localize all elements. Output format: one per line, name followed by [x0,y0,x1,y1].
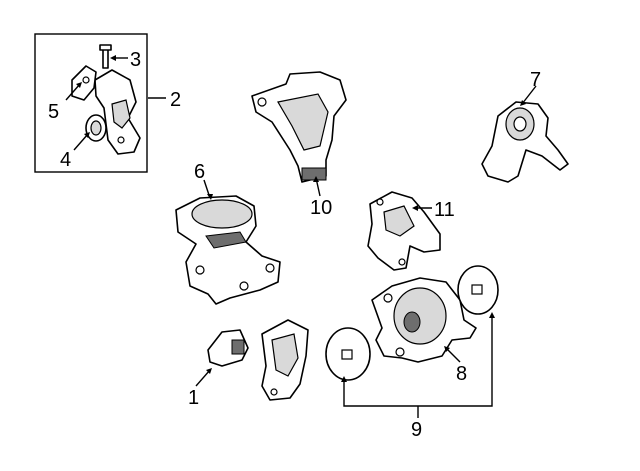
part-bracket-unlabeled-hole [270,388,278,396]
arrow-5 [76,82,82,88]
part-pad-9-left-slot [341,349,353,360]
part-bracket-11-shade [383,205,415,237]
part-mount-8-body [393,287,447,345]
part-bracket-11-hole-2 [398,258,406,266]
arrow-11 [412,205,418,211]
part-mount-1-core [231,339,245,355]
part-bolt-3 [102,47,109,69]
part-mount-8-hole-2 [395,347,405,357]
part-mount-6-hole-2 [239,281,249,291]
part-mount-6-hole-3 [265,263,275,273]
part-bracket-10-foot [301,167,327,181]
callout-10: 10 [310,197,332,219]
callout-11: 11 [434,199,455,221]
part-mount-7-hole [513,116,527,132]
callout-3: 3 [130,49,141,71]
part-mount-6-band [205,231,247,249]
part-bracket-2-shade [111,99,131,129]
leader-1 [195,369,211,387]
leader-8 [445,347,461,363]
part-mount-8-core [403,311,421,333]
part-10-group [251,71,347,183]
part-11-group [367,191,441,271]
callout-9: 9 [411,419,422,441]
inset-group [34,33,148,173]
part-bracket-5 [71,65,97,101]
part-bracket-unlabeled-shade [271,333,299,377]
part-mount-6-top [191,199,253,229]
part-8-group [371,277,477,363]
inset-box [34,33,148,173]
part-9-group [325,265,499,381]
part-7-group [481,101,569,183]
arrow-6 [207,194,213,200]
arrow-10 [313,176,319,182]
part-1-group [207,329,249,367]
arrow-7 [520,100,526,106]
leader-4 [73,133,89,151]
part-bushing-4-core [90,120,102,136]
part-bolt-3-head [99,44,112,51]
callout-8: 8 [456,363,467,385]
part-mount-1 [207,329,249,367]
part-mount-7 [481,101,569,183]
arrow-3 [110,55,116,61]
part-bracket-10-hole [257,97,267,107]
arrow-1 [206,368,212,374]
leader-lines [65,55,537,418]
part-bracket-10-shade [277,93,329,151]
callout-7: 7 [530,69,541,91]
arrow-4 [84,132,90,138]
part-pad-9-right-slot [471,284,483,295]
part-bracket-2-hole [117,136,125,144]
callout-5: 5 [48,101,59,123]
callout-1: 1 [188,387,199,409]
callout-4: 4 [60,149,71,171]
part-bracket-5-hole [82,76,90,84]
arrow-8 [444,346,450,352]
leader-7 [521,85,537,105]
arrow-9-right [489,312,495,318]
leader-5 [65,83,81,101]
part-6-group [175,195,281,305]
unlabeled-bracket-group [261,319,309,401]
callout-labels: 3 2 5 4 10 7 6 11 8 1 9 [48,49,541,441]
part-mount-6-hole-1 [195,265,205,275]
callout-2: 2 [170,89,181,111]
part-mount-8-hole-1 [383,293,393,303]
callout-6: 6 [194,161,205,183]
arrow-9-left [341,376,347,382]
part-bracket-11-hole-1 [376,198,384,206]
